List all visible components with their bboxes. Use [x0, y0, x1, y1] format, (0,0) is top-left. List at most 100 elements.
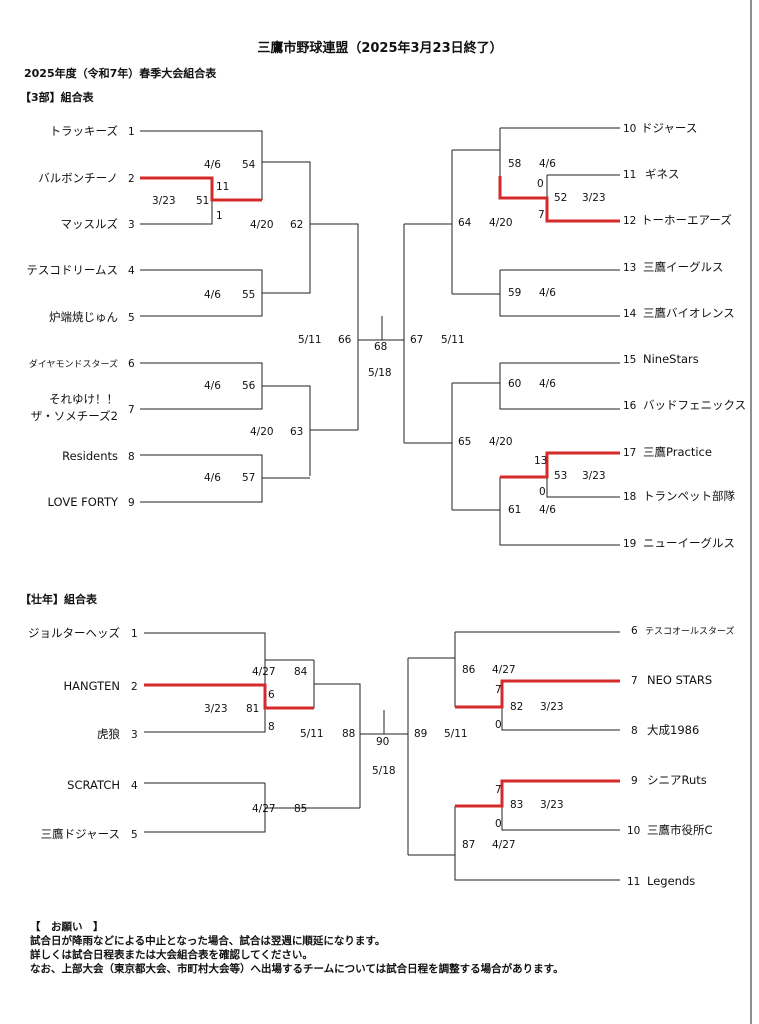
- team-name: トランペット部隊: [643, 489, 735, 503]
- notes-line: なお、上部大会（東京都大会、市町村大会等）へ出場するチームについては試合日程を調…: [30, 963, 564, 975]
- team-name: HANGTEN: [63, 679, 120, 693]
- match-label: 83: [510, 799, 523, 811]
- match-label: 52: [554, 192, 567, 204]
- team-name: 三鷹Practice: [643, 445, 712, 459]
- match-label: 82: [510, 701, 523, 713]
- team-name: Residents: [62, 449, 118, 463]
- team-number: 6: [631, 625, 638, 637]
- match-label: 64: [458, 217, 472, 229]
- team-name: テスコオールスターズ: [645, 625, 735, 637]
- match-label: 4/6: [539, 287, 556, 299]
- team-number: 7: [128, 404, 135, 416]
- match-label: 5/11: [300, 728, 324, 740]
- team-name: 大成1986: [647, 723, 699, 737]
- page-title: 三鷹市野球連盟（2025年3月23日終了）: [257, 40, 502, 56]
- match-label: 4/6: [204, 472, 221, 484]
- seniors-labels: 4/27 84 6 3/23 81 8 5/11 88 90 89 5/11 5…: [204, 664, 564, 851]
- team-number: 11: [627, 876, 640, 888]
- notes-line: 詳しくは試合日程表または大会組合表を確認してください。: [30, 949, 313, 961]
- match-label: 88: [342, 728, 355, 740]
- match-label: 4/6: [204, 380, 221, 392]
- team-name: バッドフェニックス: [643, 398, 746, 412]
- team-number: 3: [128, 219, 135, 231]
- seniors-heading: 【壮年】組合表: [20, 592, 98, 606]
- team-number: 17: [623, 447, 636, 459]
- team-number: 15: [623, 354, 636, 366]
- match-label: 13: [534, 455, 547, 467]
- team-name: 三鷹バイオレンス: [643, 306, 735, 320]
- team-number: 16: [623, 400, 637, 412]
- team-number: 2: [128, 173, 135, 185]
- match-label: 84: [294, 666, 308, 678]
- match-label: 4/27: [252, 666, 276, 678]
- match-label: 59: [508, 287, 521, 299]
- team-name: ドジャース: [641, 121, 697, 135]
- match-label: 4/27: [492, 664, 516, 676]
- match-label: 5/18: [368, 367, 392, 379]
- match-label: 53: [554, 470, 567, 482]
- match-label: 89: [414, 728, 427, 740]
- team-name: ダイヤモンドスターズ: [29, 358, 118, 370]
- match-label: 0: [539, 486, 546, 498]
- division3-heading: 【3部】組合表: [20, 90, 95, 104]
- match-label: 3/23: [582, 192, 606, 204]
- match-label: 5/11: [441, 334, 465, 346]
- team-number: 12: [623, 215, 636, 227]
- team-name: マッスルズ: [61, 217, 119, 231]
- team-number: 14: [623, 308, 637, 320]
- match-label: 60: [508, 378, 521, 390]
- match-label: 3/23: [204, 703, 228, 715]
- match-label: 58: [508, 158, 521, 170]
- team-name: トーホーエアーズ: [641, 213, 732, 227]
- team-number: 18: [623, 491, 636, 503]
- team-name: 虎狼: [97, 727, 120, 741]
- team-number: 8: [128, 451, 135, 463]
- team-number: 2: [131, 681, 138, 693]
- division3-winner-lines: [140, 176, 620, 479]
- team-number: 1: [131, 628, 138, 640]
- match-label: 65: [458, 436, 471, 448]
- team-name: 三鷹ドジャース: [41, 827, 120, 841]
- seniors-left-teams: ジョルターヘッズ 1 HANGTEN 2 虎狼 3 SCRATCH 4 三鷹ドジ…: [28, 626, 138, 841]
- match-label: 4/20: [250, 426, 274, 438]
- team-number: 3: [131, 729, 138, 741]
- team-number: 13: [623, 262, 636, 274]
- match-label: 7: [495, 684, 502, 696]
- team-number: 11: [623, 169, 636, 181]
- notes-heading: 【 お願い 】: [30, 921, 104, 933]
- team-number: 9: [128, 497, 135, 509]
- match-label: 8: [268, 721, 275, 733]
- match-label: 4/6: [539, 158, 556, 170]
- match-label: 55: [242, 289, 255, 301]
- team-name: 三鷹市役所C: [647, 823, 713, 837]
- match-label: 85: [294, 803, 307, 815]
- seniors-right-teams: 6 テスコオールスターズ 7 NEO STARS 8 大成1986 9 シニアR…: [627, 625, 735, 888]
- division3-labels: 4/6 54 11 3/23 51 1 4/20 62 4/6 55 5/11 …: [152, 158, 606, 516]
- division3-left-teams: トラッキーズ 1 バルボンチーノ 2 マッスルズ 3 テスコドリームス 4 炉端…: [26, 124, 135, 509]
- match-label: 61: [508, 504, 521, 516]
- team-name: ジョルターヘッズ: [28, 626, 120, 640]
- team-name: 炉端焼じゅん: [49, 310, 118, 324]
- match-label: 5/18: [372, 765, 396, 777]
- match-label: 7: [495, 784, 502, 796]
- team-number: 9: [631, 775, 638, 787]
- team-number: 10: [627, 825, 640, 837]
- match-label: 4/20: [250, 219, 274, 231]
- match-label: 4/27: [492, 839, 516, 851]
- match-label: 7: [538, 209, 545, 221]
- match-label: 86: [462, 664, 476, 676]
- match-label: 62: [290, 219, 303, 231]
- team-number: 6: [128, 358, 135, 370]
- match-label: 87: [462, 839, 475, 851]
- team-name: SCRATCH: [67, 778, 120, 792]
- match-label: 0: [537, 178, 544, 190]
- match-label: 67: [410, 334, 423, 346]
- match-label: 4/20: [489, 436, 513, 448]
- notes-line: 試合日が降雨などによる中止となった場合、試合は翌週に順延になります。: [30, 935, 386, 947]
- team-number: 10: [623, 123, 636, 135]
- match-label: 3/23: [540, 799, 564, 811]
- division3-right-teams: 10 ドジャース 11 ギネス 12 トーホーエアーズ 13 三鷹イーグルス 1…: [623, 121, 746, 550]
- team-number: 7: [631, 675, 638, 687]
- team-name: テスコドリームス: [26, 263, 118, 277]
